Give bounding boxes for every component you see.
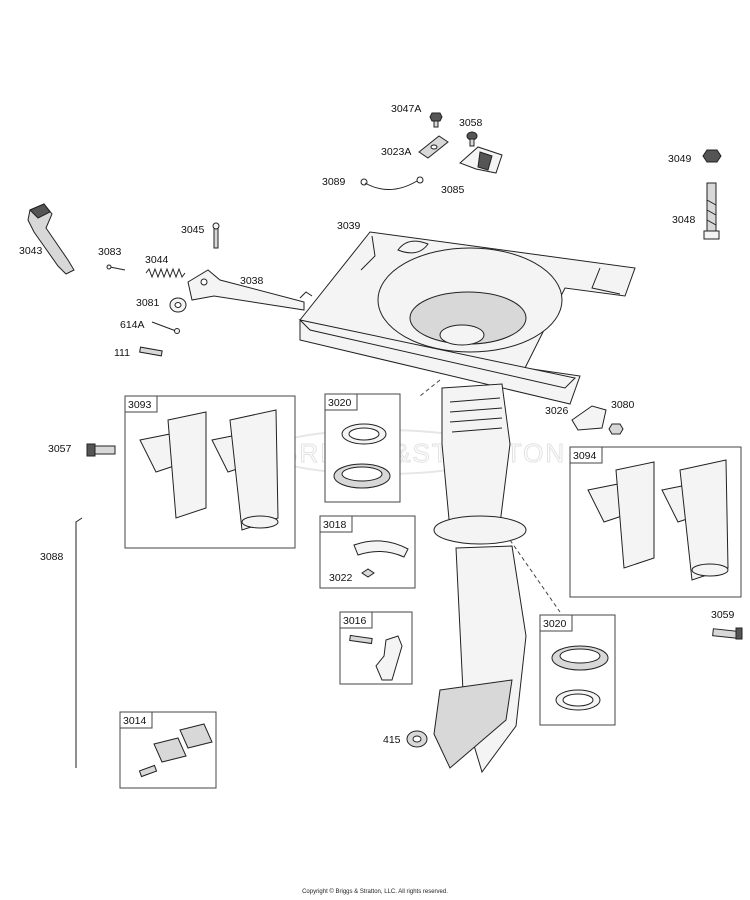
part-3085-clamp[interactable] bbox=[459, 146, 503, 174]
part-3058-screw[interactable] bbox=[466, 131, 478, 147]
part-3057-bolt[interactable] bbox=[86, 443, 116, 457]
kit-box-3016[interactable]: 3016 bbox=[339, 611, 413, 685]
label-3038: 3038 bbox=[240, 275, 264, 287]
leader-line bbox=[419, 379, 441, 397]
label-3043: 3043 bbox=[19, 245, 43, 257]
label-3059: 3059 bbox=[711, 609, 735, 621]
label-3026: 3026 bbox=[545, 405, 569, 417]
label-3057: 3057 bbox=[48, 443, 72, 455]
label-3047A: 3047A bbox=[391, 103, 421, 115]
watermark-text: BRIGGS&STRATTON bbox=[280, 438, 566, 468]
kit-box-3020-lower[interactable]: 3020 bbox=[539, 614, 616, 726]
kit-box-3094[interactable]: 3094 bbox=[569, 446, 742, 598]
label-415: 415 bbox=[383, 734, 401, 746]
label-614A: 614A bbox=[120, 319, 145, 331]
label-111: 111 bbox=[114, 347, 130, 359]
part-3038-link-arm[interactable] bbox=[187, 269, 313, 311]
part-3089-cable[interactable] bbox=[360, 176, 424, 190]
label-3081: 3081 bbox=[136, 297, 160, 309]
part-3043-tiller-handle[interactable] bbox=[27, 203, 75, 275]
part-shaft-housing bbox=[433, 383, 527, 774]
kit-3093-label: 3093 bbox=[128, 399, 152, 411]
label-3048: 3048 bbox=[672, 214, 696, 226]
part-3044-spring[interactable] bbox=[145, 267, 186, 279]
label-3088: 3088 bbox=[40, 551, 64, 563]
label-3023A: 3023A bbox=[381, 146, 411, 158]
label-3058: 3058 bbox=[459, 117, 483, 129]
label-3085: 3085 bbox=[441, 184, 465, 196]
part-3059-bolt[interactable] bbox=[712, 627, 743, 640]
part-3023A-plate[interactable] bbox=[418, 135, 449, 159]
part-3045-pin[interactable] bbox=[212, 222, 220, 249]
kit-box-3014[interactable]: 3014 bbox=[119, 711, 217, 789]
kit-3016-label: 3016 bbox=[343, 615, 367, 627]
label-3049: 3049 bbox=[668, 153, 692, 165]
kit-box-3020-upper[interactable]: 3020 bbox=[324, 393, 401, 503]
part-3026-pad[interactable] bbox=[571, 405, 607, 431]
label-3044: 3044 bbox=[145, 254, 169, 266]
copyright-notice: Copyright © Briggs & Stratton, LLC. All … bbox=[302, 889, 448, 895]
watermark: BRIGGS&STRATTON bbox=[266, 429, 566, 475]
kit-3094-label: 3094 bbox=[573, 450, 597, 462]
kit-3020-lower-label: 3020 bbox=[543, 618, 567, 630]
part-3088-rod[interactable] bbox=[75, 517, 83, 768]
label-3045: 3045 bbox=[181, 224, 205, 236]
part-3049-nut[interactable] bbox=[702, 149, 722, 163]
part-labels: 3047A 3058 3023A 3049 3089 3085 3048 304… bbox=[19, 103, 735, 746]
kit-3020-upper-label: 3020 bbox=[328, 397, 352, 409]
part-3080-nut[interactable] bbox=[608, 423, 624, 435]
part-3081-washer[interactable] bbox=[169, 297, 187, 313]
kit-box-3018[interactable]: 3018 bbox=[319, 515, 416, 589]
label-3022: 3022 bbox=[329, 572, 353, 584]
kit-box-3093[interactable]: 3093 bbox=[124, 395, 296, 549]
label-3039: 3039 bbox=[337, 220, 361, 232]
part-3048-bolt[interactable] bbox=[703, 182, 720, 240]
kit-3014-label: 3014 bbox=[123, 715, 147, 727]
part-3083-pin[interactable] bbox=[106, 264, 126, 271]
kit-3018-label: 3018 bbox=[323, 519, 347, 531]
leader-line bbox=[509, 539, 561, 613]
label-3083: 3083 bbox=[98, 246, 122, 258]
part-111-pin[interactable] bbox=[139, 346, 163, 357]
part-3039-swivel-bracket[interactable] bbox=[298, 231, 636, 405]
label-3080: 3080 bbox=[611, 399, 635, 411]
label-3089: 3089 bbox=[322, 176, 346, 188]
part-415-grommet[interactable] bbox=[406, 730, 428, 748]
part-3047A-bolt[interactable] bbox=[429, 112, 443, 128]
part-614A-pin[interactable] bbox=[151, 321, 180, 334]
